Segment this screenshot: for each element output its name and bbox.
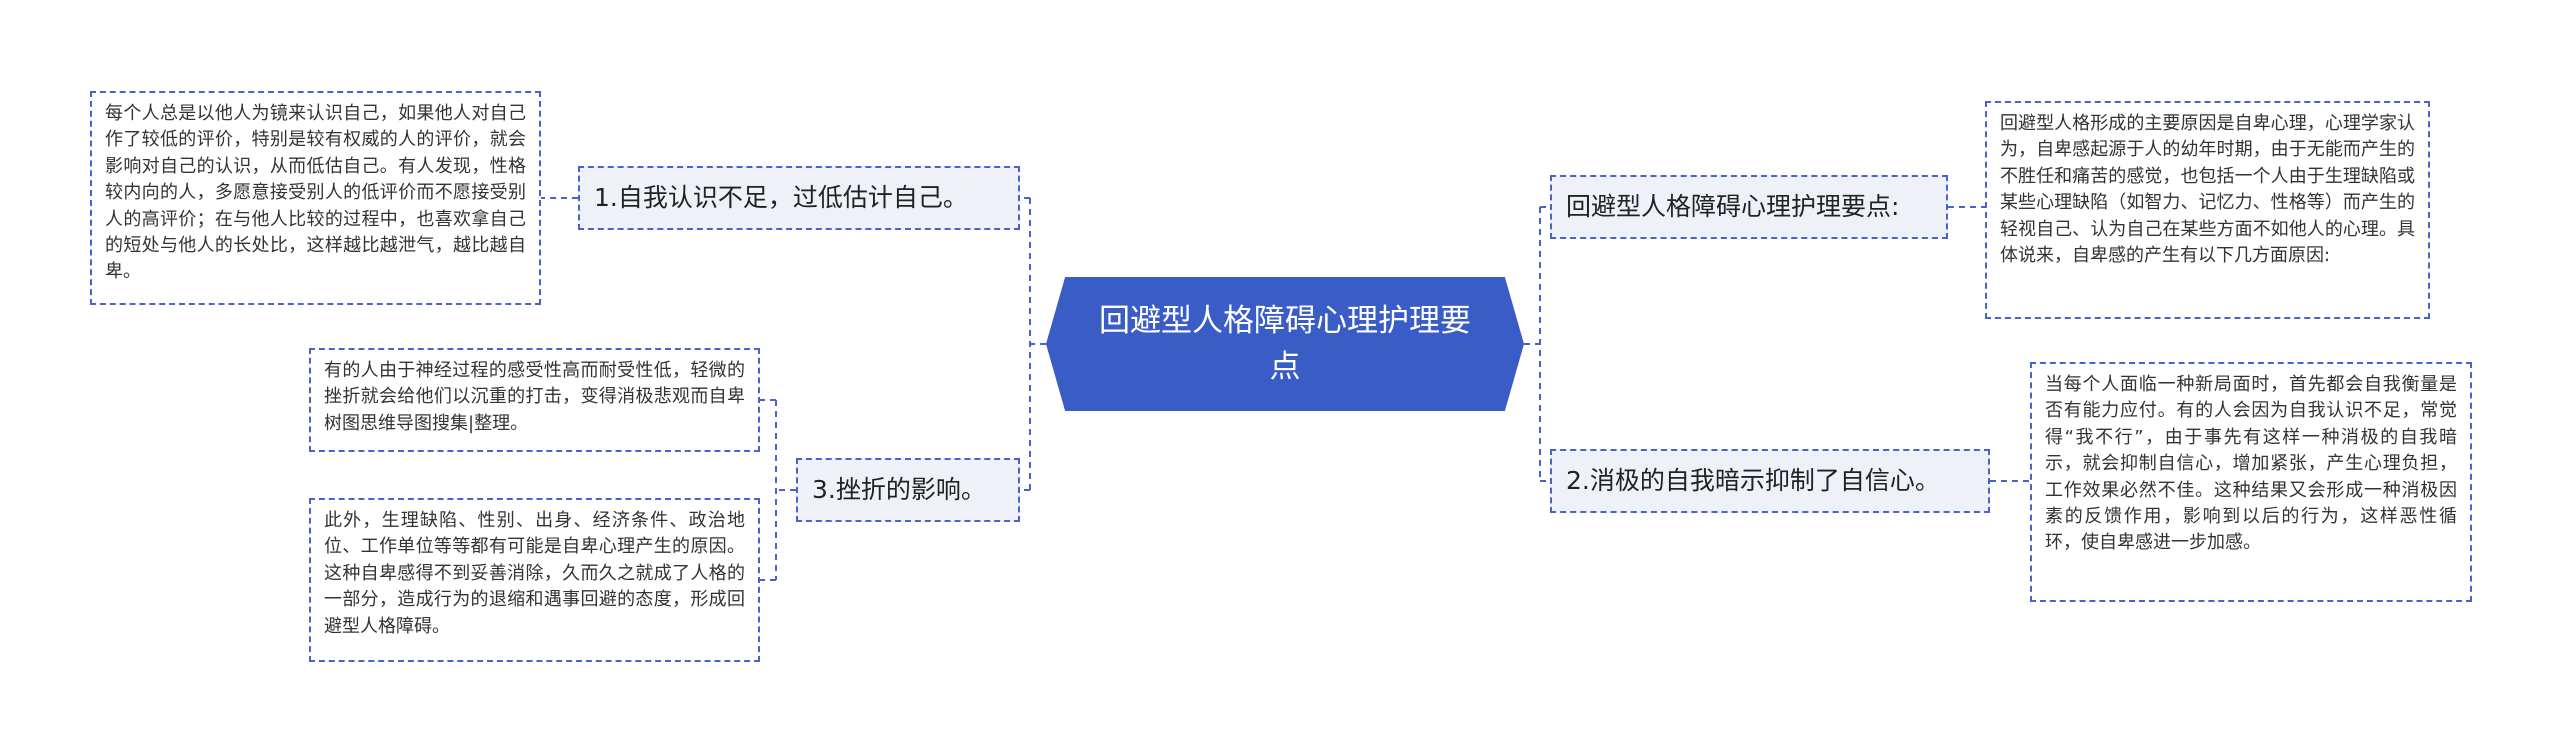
note-frustration-1: 有的人由于神经过程的感受性高而耐受性低，轻微的挫折就会给他们以沉重的打击，变得消… [309, 348, 760, 452]
topic-label: 2.消极的自我暗示抑制了自信心。 [1566, 466, 1940, 495]
link-root-left [1020, 197, 1046, 491]
note-text: 每个人总是以他人为镜来认识自己，如果他人对自己作了较低的评价，特别是较有权威的人… [105, 103, 526, 283]
topic-label: 回避型人格障碍心理护理要点: [1566, 192, 1900, 221]
note-text: 此外，生理缺陷、性别、出身、经济条件、政治地位、工作单位等等都有可能是自卑心理产… [324, 510, 745, 637]
root-topic[interactable]: 回避型人格障碍心理护理要点 [1046, 277, 1524, 411]
link-root-right [1524, 206, 1550, 482]
note-care-points: 回避型人格形成的主要原因是自卑心理，心理学家认为，自卑感起源于人的幼年时期，由于… [1985, 101, 2430, 319]
note-frustration-2: 此外，生理缺陷、性别、出身、经济条件、政治地位、工作单位等等都有可能是自卑心理产… [309, 498, 760, 662]
topic-self-awareness[interactable]: 1.自我认识不足，过低估计自己。 [578, 166, 1020, 230]
link-topic3-notes [760, 399, 796, 581]
topic-care-points[interactable]: 回避型人格障碍心理护理要点: [1550, 175, 1948, 239]
note-text: 当每个人面临一种新局面时，首先都会自我衡量是否有能力应付。有的人会因为自我认识不… [2045, 374, 2457, 554]
note-text: 回避型人格形成的主要原因是自卑心理，心理学家认为，自卑感起源于人的幼年时期，由于… [2000, 113, 2415, 267]
note-text: 有的人由于神经过程的感受性高而耐受性低，轻微的挫折就会给他们以沉重的打击，变得消… [324, 360, 745, 434]
note-self-awareness: 每个人总是以他人为镜来认识自己，如果他人对自己作了较低的评价，特别是较有权威的人… [90, 91, 541, 305]
topic-frustration[interactable]: 3.挫折的影响。 [796, 458, 1020, 522]
topic-negative-suggestion[interactable]: 2.消极的自我暗示抑制了自信心。 [1550, 449, 1990, 513]
topic-label: 3.挫折的影响。 [812, 475, 986, 504]
topic-label: 1.自我认识不足，过低估计自己。 [594, 183, 968, 212]
note-negative-suggestion: 当每个人面临一种新局面时，首先都会自我衡量是否有能力应付。有的人会因为自我认识不… [2030, 362, 2472, 602]
